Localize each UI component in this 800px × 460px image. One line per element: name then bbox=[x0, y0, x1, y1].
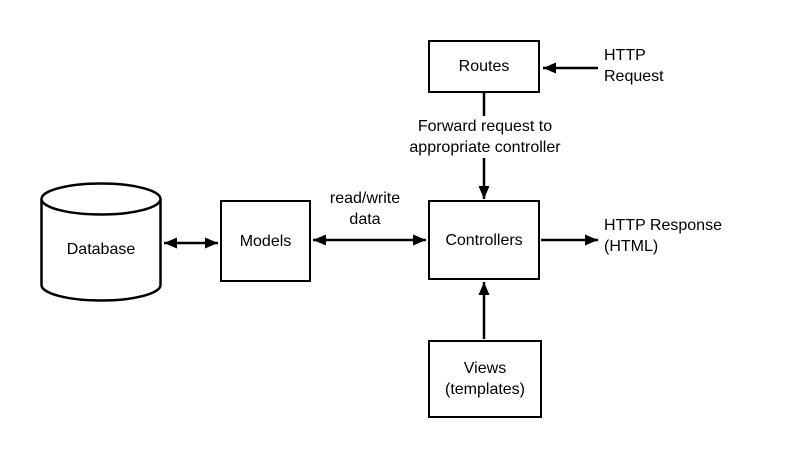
node-models: Models bbox=[220, 200, 311, 282]
node-models-label: Models bbox=[239, 232, 292, 250]
node-views-label: Views (templates) bbox=[444, 360, 526, 398]
edge-label-http-response: HTTP Response (HTML) bbox=[604, 215, 754, 257]
node-database-label: Database bbox=[66, 240, 136, 258]
node-controllers: Controllers bbox=[428, 200, 540, 280]
node-views: Views (templates) bbox=[428, 340, 542, 418]
edge-label-read-write-data: read/write data bbox=[318, 188, 412, 230]
database-cylinder-icon bbox=[40, 182, 162, 302]
node-routes: Routes bbox=[428, 40, 540, 93]
node-controllers-label: Controllers bbox=[445, 231, 523, 249]
edge-label-http-request: HTTP Request bbox=[604, 45, 684, 87]
node-database: Database bbox=[40, 182, 162, 302]
node-routes-label: Routes bbox=[458, 58, 510, 75]
edge-label-forward-request: Forward request to appropriate controlle… bbox=[394, 116, 576, 158]
